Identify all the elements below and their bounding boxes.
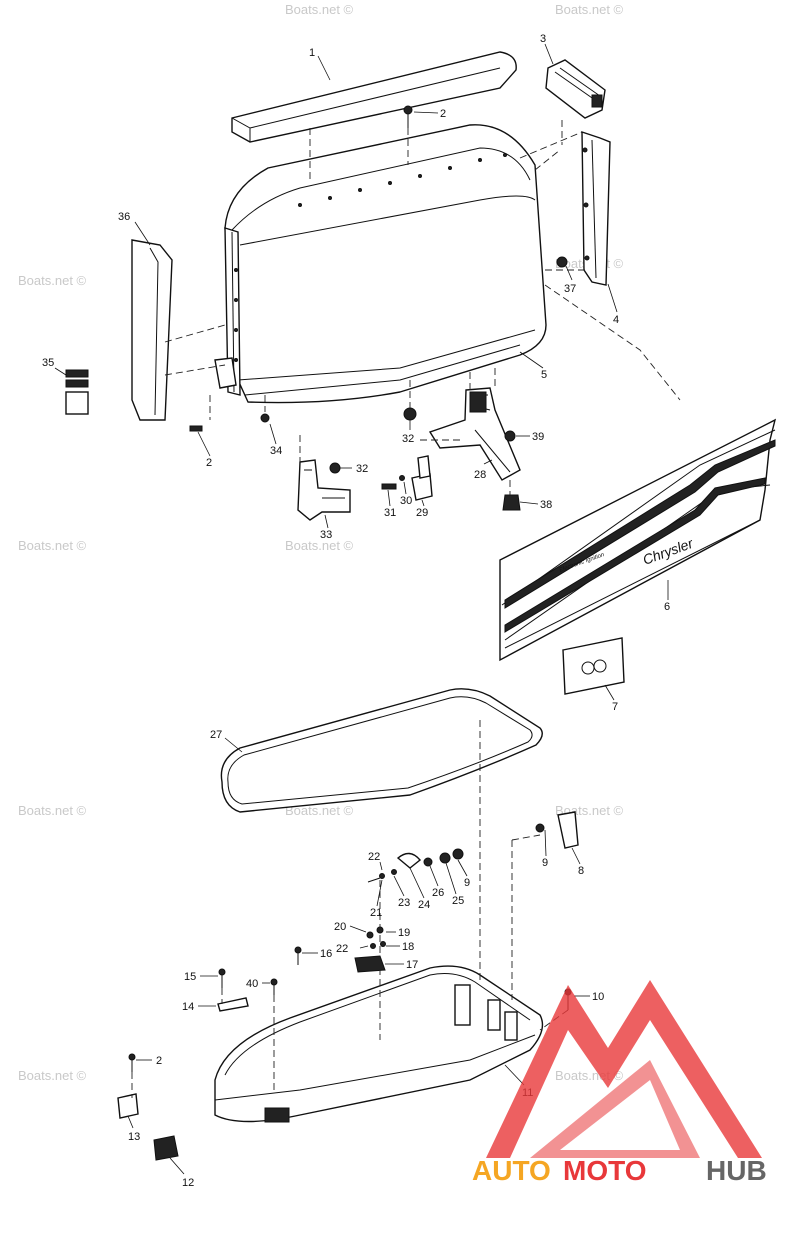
part-36-side-panel [131, 239, 173, 421]
part-4-side-strip [581, 131, 611, 286]
callout-24: 24 [418, 899, 430, 911]
part-11-lower-pan [214, 965, 544, 1123]
callout-9: 9 [464, 877, 470, 889]
part-28-latch-bracket [428, 387, 521, 481]
part-29-catch [411, 455, 433, 501]
part-3-bracket [545, 59, 606, 119]
callout-16: 16 [320, 948, 332, 960]
watermark: Boats.net © [555, 2, 624, 17]
callout-32: 32 [356, 463, 368, 475]
watermark: Boats.net © [285, 2, 354, 17]
callout-35: 35 [42, 357, 54, 369]
logo-triangle-mark [486, 980, 762, 1158]
part-5-engine-cover [214, 124, 547, 404]
logo-text-moto: MOTO [563, 1155, 646, 1186]
callout-33: 33 [320, 529, 332, 541]
callout-20: 20 [334, 921, 346, 933]
callout-19: 19 [398, 927, 410, 939]
watermark: Boats.net © [285, 538, 354, 553]
callout-12: 12 [182, 1177, 194, 1189]
callout-38: 38 [540, 499, 552, 511]
callout-27: 27 [210, 729, 222, 741]
part-7-warning-label [562, 637, 625, 695]
watermark: Boats.net © [18, 538, 87, 553]
part-1-top-trim [231, 51, 517, 143]
callout-28: 28 [474, 469, 486, 481]
logo-text-hub: HUB [706, 1155, 767, 1186]
callout-3: 3 [540, 33, 546, 45]
logo-text-auto: AUTO [472, 1155, 551, 1186]
callout-39: 39 [532, 431, 544, 443]
callout-2: 2 [206, 457, 212, 469]
callout-22: 22 [368, 851, 380, 863]
callout-22: 22 [336, 943, 348, 955]
automotohub-logo: AUTO MOTO HUB [472, 980, 767, 1186]
callout-31: 31 [384, 507, 396, 519]
watermark: Boats.net © [18, 1068, 87, 1083]
callout-36: 36 [118, 211, 130, 223]
callout-9: 9 [542, 857, 548, 869]
callout-21: 21 [370, 907, 382, 919]
callout-8: 8 [578, 865, 584, 877]
watermark: Boats.net © [285, 803, 354, 818]
cover-rivet-row [234, 153, 507, 362]
callout-29: 29 [416, 507, 428, 519]
part-27-seal [220, 688, 543, 813]
callout-14: 14 [182, 1001, 194, 1013]
part-6-decal-panel: Chrysler Electronic Ignition [499, 418, 777, 662]
callout-40: 40 [246, 978, 258, 990]
callout-32: 32 [402, 433, 414, 445]
callout-4: 4 [613, 314, 619, 326]
callout-2: 2 [156, 1055, 162, 1067]
callout-1: 1 [309, 47, 315, 59]
callout-17: 17 [406, 959, 418, 971]
callout-34: 34 [270, 445, 282, 457]
callout-2: 2 [440, 108, 446, 120]
fasteners-top [189, 105, 568, 511]
callout-6: 6 [664, 601, 670, 613]
callout-7: 7 [612, 701, 618, 713]
watermark: Boats.net © [18, 273, 87, 288]
callout-labels: 1 2 3 4 5 6 7 8 9 9 10 11 12 13 14 15 16… [42, 33, 670, 1189]
callout-13: 13 [128, 1131, 140, 1143]
fasteners-lower [117, 811, 579, 1161]
part-35-label-set [65, 369, 89, 415]
callout-30: 30 [400, 495, 412, 507]
callout-5: 5 [541, 369, 547, 381]
callout-26: 26 [432, 887, 444, 899]
leader-lines [54, 43, 669, 1175]
callout-23: 23 [398, 897, 410, 909]
callout-37: 37 [564, 283, 576, 295]
callout-10: 10 [592, 991, 604, 1003]
callout-18: 18 [402, 941, 414, 953]
callout-25: 25 [452, 895, 464, 907]
part-33-bracket [297, 459, 351, 521]
watermark: Boats.net © [18, 803, 87, 818]
callout-15: 15 [184, 971, 196, 983]
